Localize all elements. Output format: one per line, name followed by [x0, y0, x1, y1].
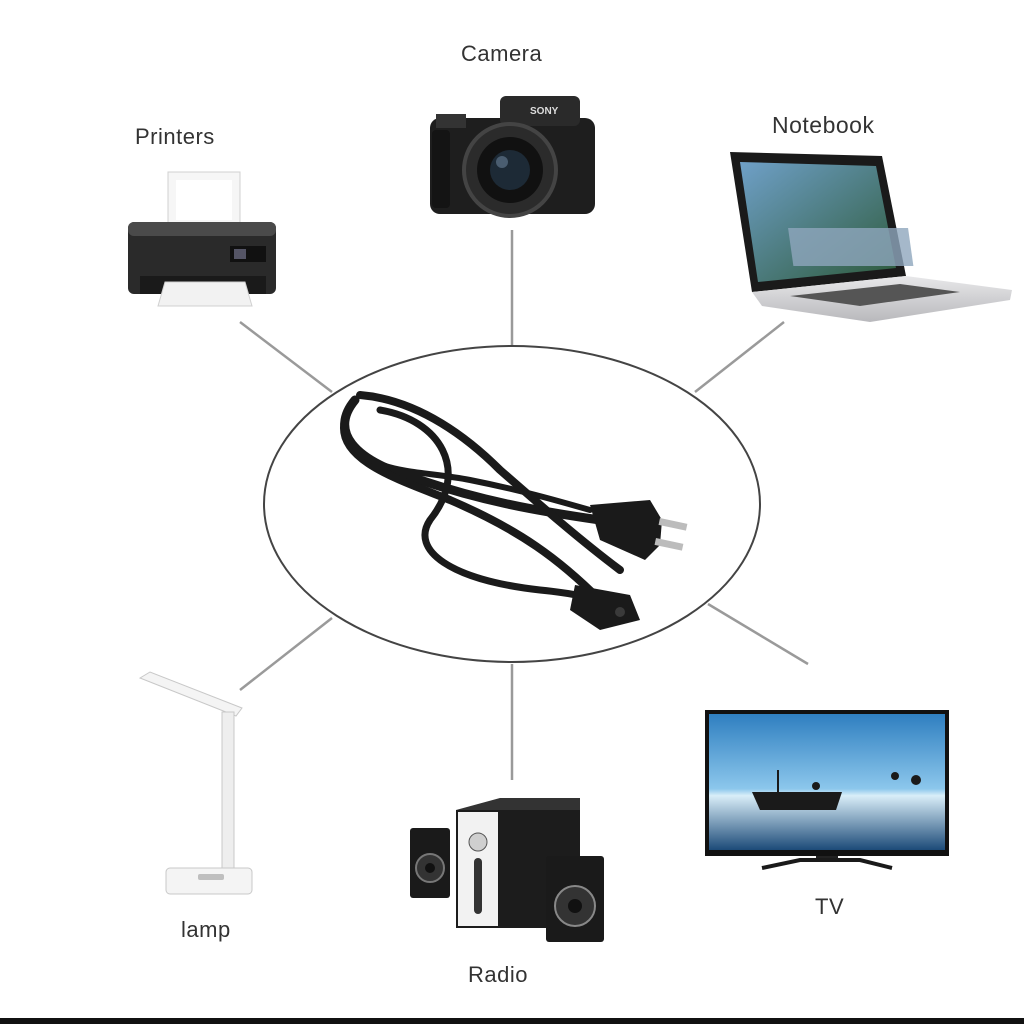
plug-icon — [570, 500, 688, 630]
camera-icon: SONY — [430, 96, 595, 218]
label-radio: Radio — [468, 962, 528, 987]
tv-icon — [705, 710, 949, 870]
power-cord-icon — [340, 391, 624, 609]
bottom-border — [0, 1018, 1024, 1024]
printer-icon — [128, 171, 276, 307]
label-tv: TV — [815, 894, 845, 919]
lamp-icon — [138, 671, 253, 895]
label-notebook: Notebook — [772, 112, 875, 138]
connector-notebook — [694, 321, 785, 393]
label-printers: Printers — [135, 124, 215, 149]
label-lamp: lamp — [181, 917, 231, 942]
connector-tv — [707, 602, 809, 666]
connector-lines — [239, 230, 809, 780]
connector-lamp — [239, 617, 333, 691]
connector-printers — [239, 321, 333, 393]
camera-brand: SONY — [530, 106, 559, 117]
notebook-icon — [730, 152, 1012, 322]
speaker-system-icon — [410, 798, 604, 942]
label-camera: Camera — [461, 41, 543, 66]
